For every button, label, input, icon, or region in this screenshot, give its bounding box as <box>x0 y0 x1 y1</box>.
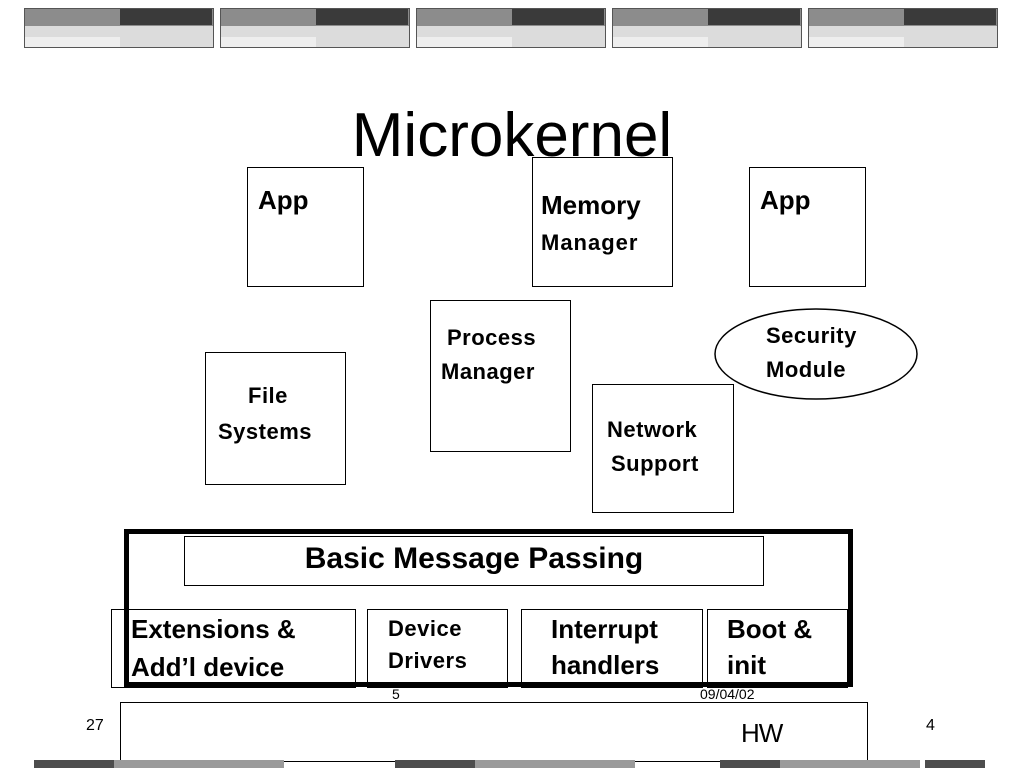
network-support-line2: Support <box>611 451 699 476</box>
network-support-line1: Network <box>607 417 698 442</box>
memory-manager-box: Memory Manager <box>532 157 673 287</box>
file-systems-line2: Systems <box>218 419 313 444</box>
file-systems-box: File Systems <box>205 352 346 485</box>
boot-init-line1: Boot & <box>727 614 813 644</box>
memory-manager-line2: Manager <box>541 230 639 255</box>
app-left-label: App <box>258 185 309 215</box>
process-manager-line2: Manager <box>441 359 535 384</box>
device-drivers-line2: Drivers <box>388 648 468 673</box>
bottom-band <box>114 760 284 768</box>
extensions-line2: Add’l device <box>131 652 285 682</box>
memory-manager-line1: Memory <box>541 190 641 220</box>
banner-segment <box>24 8 214 48</box>
file-systems-line1: File <box>248 383 288 408</box>
device-drivers-line1: Device <box>388 616 462 641</box>
interrupt-handlers-line1: Interrupt <box>551 614 658 644</box>
interrupt-handlers-line2: handlers <box>551 650 660 680</box>
bottom-band <box>720 760 780 768</box>
hw-label: HW <box>741 718 783 748</box>
banner-segment <box>612 8 802 48</box>
date-label: 09/04/02 <box>700 686 755 702</box>
security-module-line1: Security <box>766 323 857 348</box>
device-drivers-box: Device Drivers <box>367 609 508 688</box>
footer-right-number: 4 <box>926 717 935 734</box>
banner-segment <box>416 8 606 48</box>
extensions-line1: Extensions & <box>131 614 296 644</box>
extensions-box: Extensions & Add’l device <box>111 609 356 688</box>
app-right-label: App <box>760 185 811 215</box>
app-left-box: App <box>247 167 364 287</box>
app-right-box: App <box>749 167 866 287</box>
bottom-band <box>475 760 635 768</box>
boot-init-line2: init <box>727 650 766 680</box>
security-module-line2: Module <box>766 357 846 382</box>
bottom-band <box>34 760 114 768</box>
hw-box: HW <box>120 702 868 762</box>
network-support-box: Network Support <box>592 384 734 513</box>
bottom-band <box>395 760 475 768</box>
slide-title: Microkernel <box>351 101 673 170</box>
message-passing-box: Basic Message Passing <box>184 536 764 586</box>
banner-segment <box>808 8 998 48</box>
banner-segment <box>220 8 410 48</box>
boot-init-box: Boot & init <box>707 609 848 688</box>
bottom-band <box>925 760 985 768</box>
interrupt-handlers-box: Interrupt handlers <box>521 609 703 688</box>
security-module-ellipse <box>714 308 918 400</box>
process-manager-box: Process Manager <box>430 300 571 452</box>
process-manager-line1: Process <box>447 325 537 350</box>
bottom-band <box>780 760 920 768</box>
footer-left-number: 27 <box>86 717 104 734</box>
page-number: 5 <box>392 686 400 702</box>
microkernel-frame <box>124 529 853 687</box>
message-passing-label: Basic Message Passing <box>304 542 644 575</box>
